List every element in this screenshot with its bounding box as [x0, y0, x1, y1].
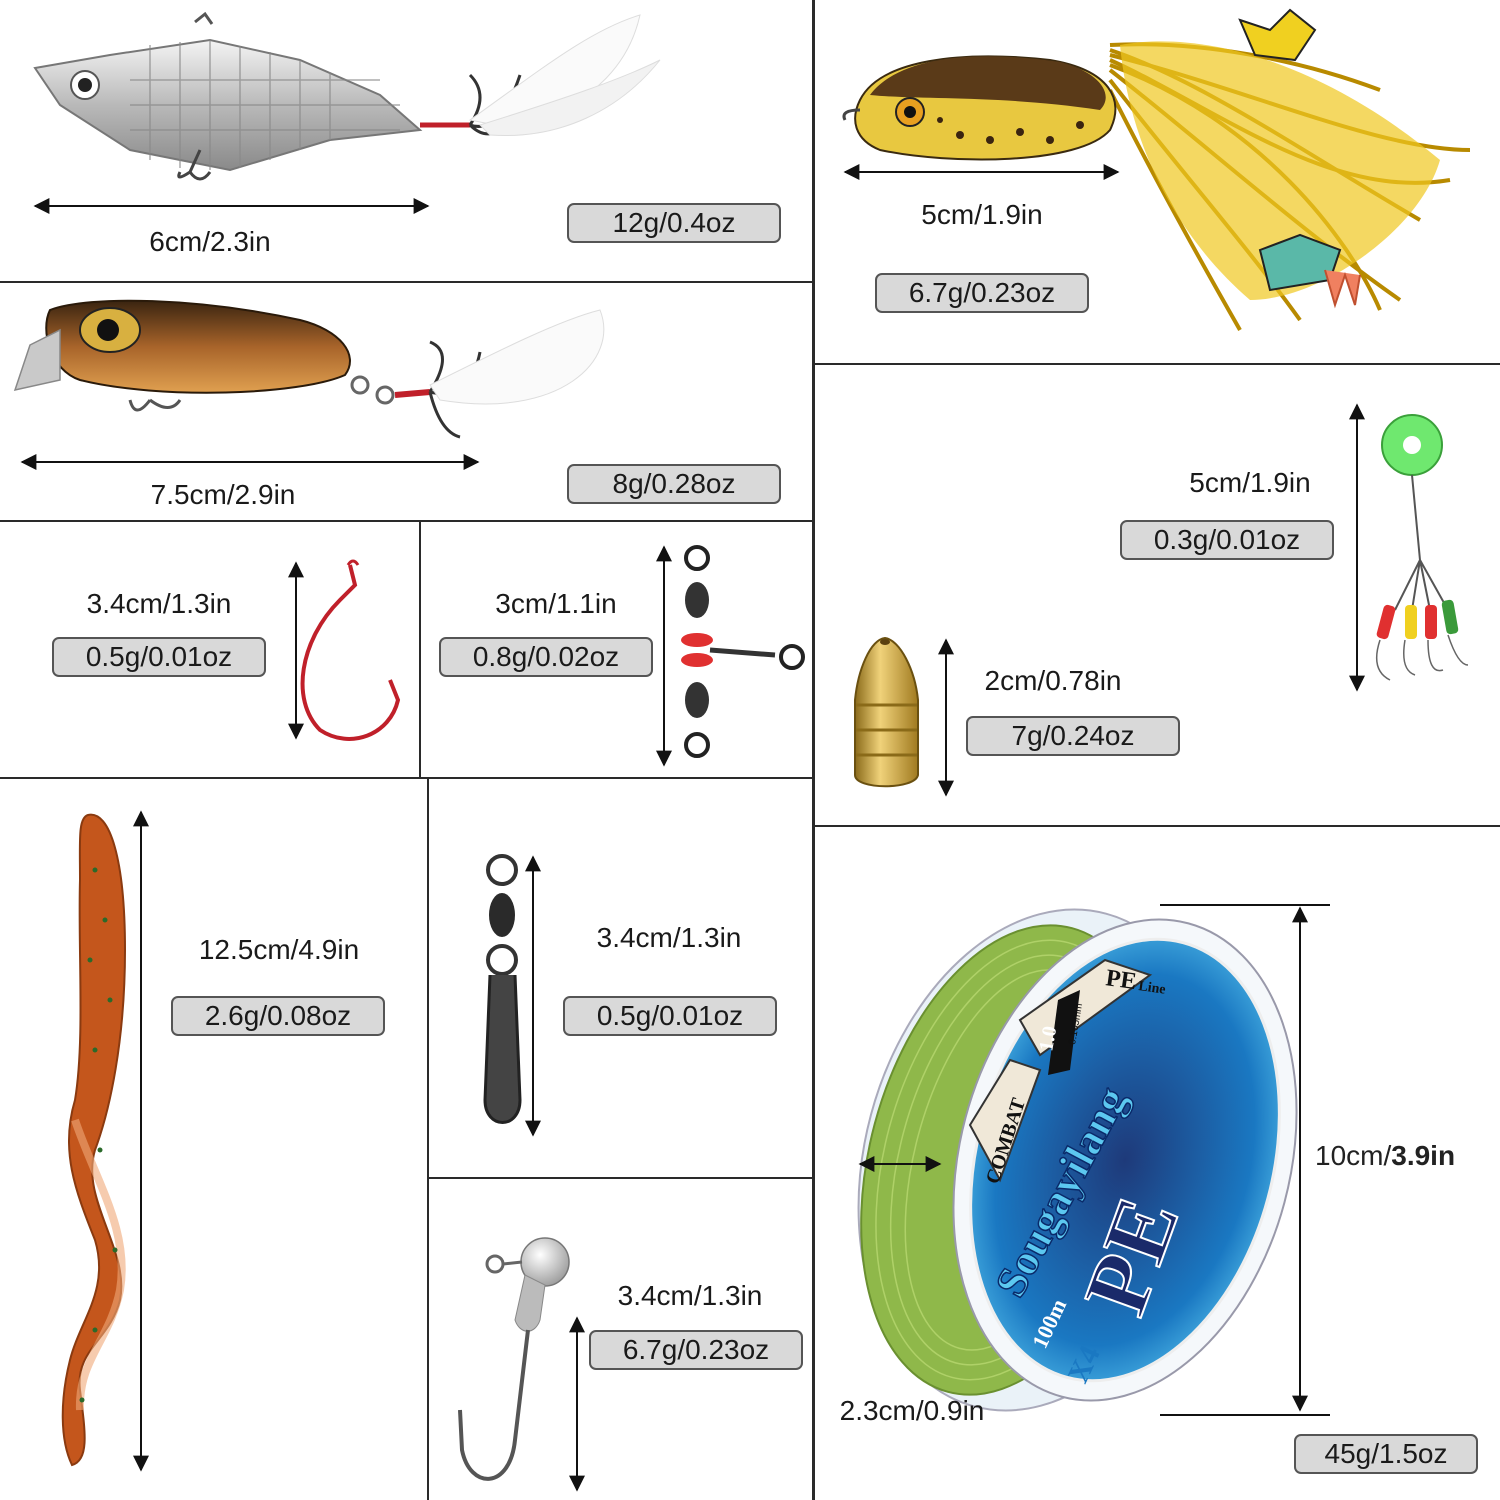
divider-right-2 [815, 825, 1500, 827]
divider-row4-horizontal [428, 1177, 812, 1179]
vib-blade-weight-badge: 12g/0.4oz [567, 203, 781, 243]
frog-lure-image [842, 8, 1471, 331]
divider-left-2 [0, 520, 812, 522]
frog-lure-weight-badge: 6.7g/0.23oz [875, 273, 1089, 313]
float-stopper-length: 5cm/1.9in [1189, 467, 1311, 498]
popper-lure-length: 7.5cm/2.9in [150, 479, 296, 510]
snap-swivel-image [483, 854, 541, 1137]
jig-head-length: 3.4cm/1.3in [617, 1280, 763, 1311]
float-stopper-image [1349, 403, 1469, 692]
divider-row3-vertical [419, 521, 421, 778]
bullet-sinker-weight-badge: 7g/0.24oz [966, 716, 1180, 756]
snap-swivel-length: 3.4cm/1.3in [596, 922, 742, 953]
spool-size: 1.0 [1035, 1024, 1061, 1052]
divider-row4-vertical [427, 778, 429, 1500]
spool-pe-line: PE [1104, 965, 1138, 995]
divider-right-1 [815, 363, 1500, 365]
offset-hook-weight-badge: 0.5g/0.01oz [52, 637, 266, 677]
offset-hook-image [288, 559, 401, 741]
float-stopper-weight-badge: 0.3g/0.01oz [1120, 520, 1334, 560]
vib-blade-length: 6cm/2.3in [149, 226, 271, 257]
spool-weight-badge: 45g/1.5oz [1294, 1434, 1478, 1474]
soft-worm-image [61, 810, 149, 1472]
spool-width-label: 2.3cm/0.9in [839, 1395, 985, 1426]
three-way-swivel-weight-badge: 0.8g/0.02oz [439, 637, 653, 677]
three-way-swivel-image [656, 545, 805, 767]
spool-height-bold: 3.9in [1391, 1140, 1456, 1171]
jig-head-weight-badge: 6.7g/0.23oz [589, 1330, 803, 1370]
spool-pe-line-small: Line [1137, 979, 1166, 998]
soft-worm-weight-badge: 2.6g/0.08oz [171, 996, 385, 1036]
frog-lure-length: 5cm/1.9in [921, 199, 1043, 230]
spool-height-label: 10cm/3.9in [1315, 1140, 1455, 1172]
spool-height-main: 10cm/ [1315, 1140, 1392, 1171]
soft-worm-length: 12.5cm/4.9in [198, 934, 360, 965]
popper-lure-weight-badge: 8g/0.28oz [567, 464, 781, 504]
fishing-line-spool-image [857, 904, 1330, 1416]
jig-head-image [458, 1237, 585, 1492]
popper-lure-image [13, 299, 605, 470]
bullet-sinker-length: 2cm/0.78in [984, 665, 1122, 696]
divider-left-1 [0, 281, 812, 283]
vib-blade-lure-image [33, 11, 661, 214]
snap-swivel-weight-badge: 0.5g/0.01oz [563, 996, 777, 1036]
divider-left-3 [0, 777, 812, 779]
three-way-swivel-length: 3cm/1.1in [495, 588, 617, 619]
offset-hook-length: 3.4cm/1.3in [86, 588, 232, 619]
bullet-sinker-image [854, 636, 954, 797]
divider-vertical-main [812, 0, 815, 1500]
